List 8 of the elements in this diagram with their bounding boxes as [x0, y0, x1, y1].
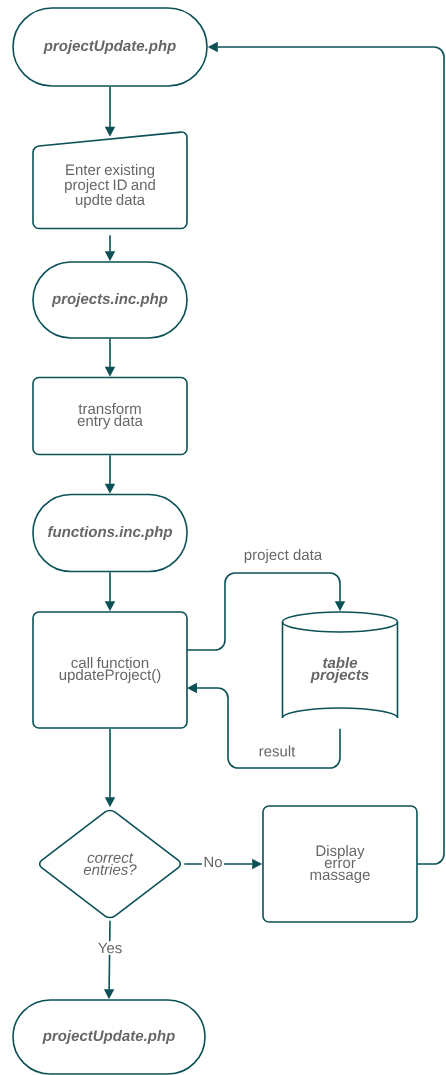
arrow	[186, 572, 346, 651]
database-cylinder: table projects	[281, 611, 399, 719]
process-box: Display error massage	[262, 805, 418, 923]
process-box: transform entry data	[32, 376, 188, 456]
edge-label: No	[201, 855, 225, 869]
process-box: call function updateProject()	[32, 611, 188, 729]
edge-label: Yes	[96, 941, 124, 955]
node-label: table projects	[310, 657, 369, 683]
